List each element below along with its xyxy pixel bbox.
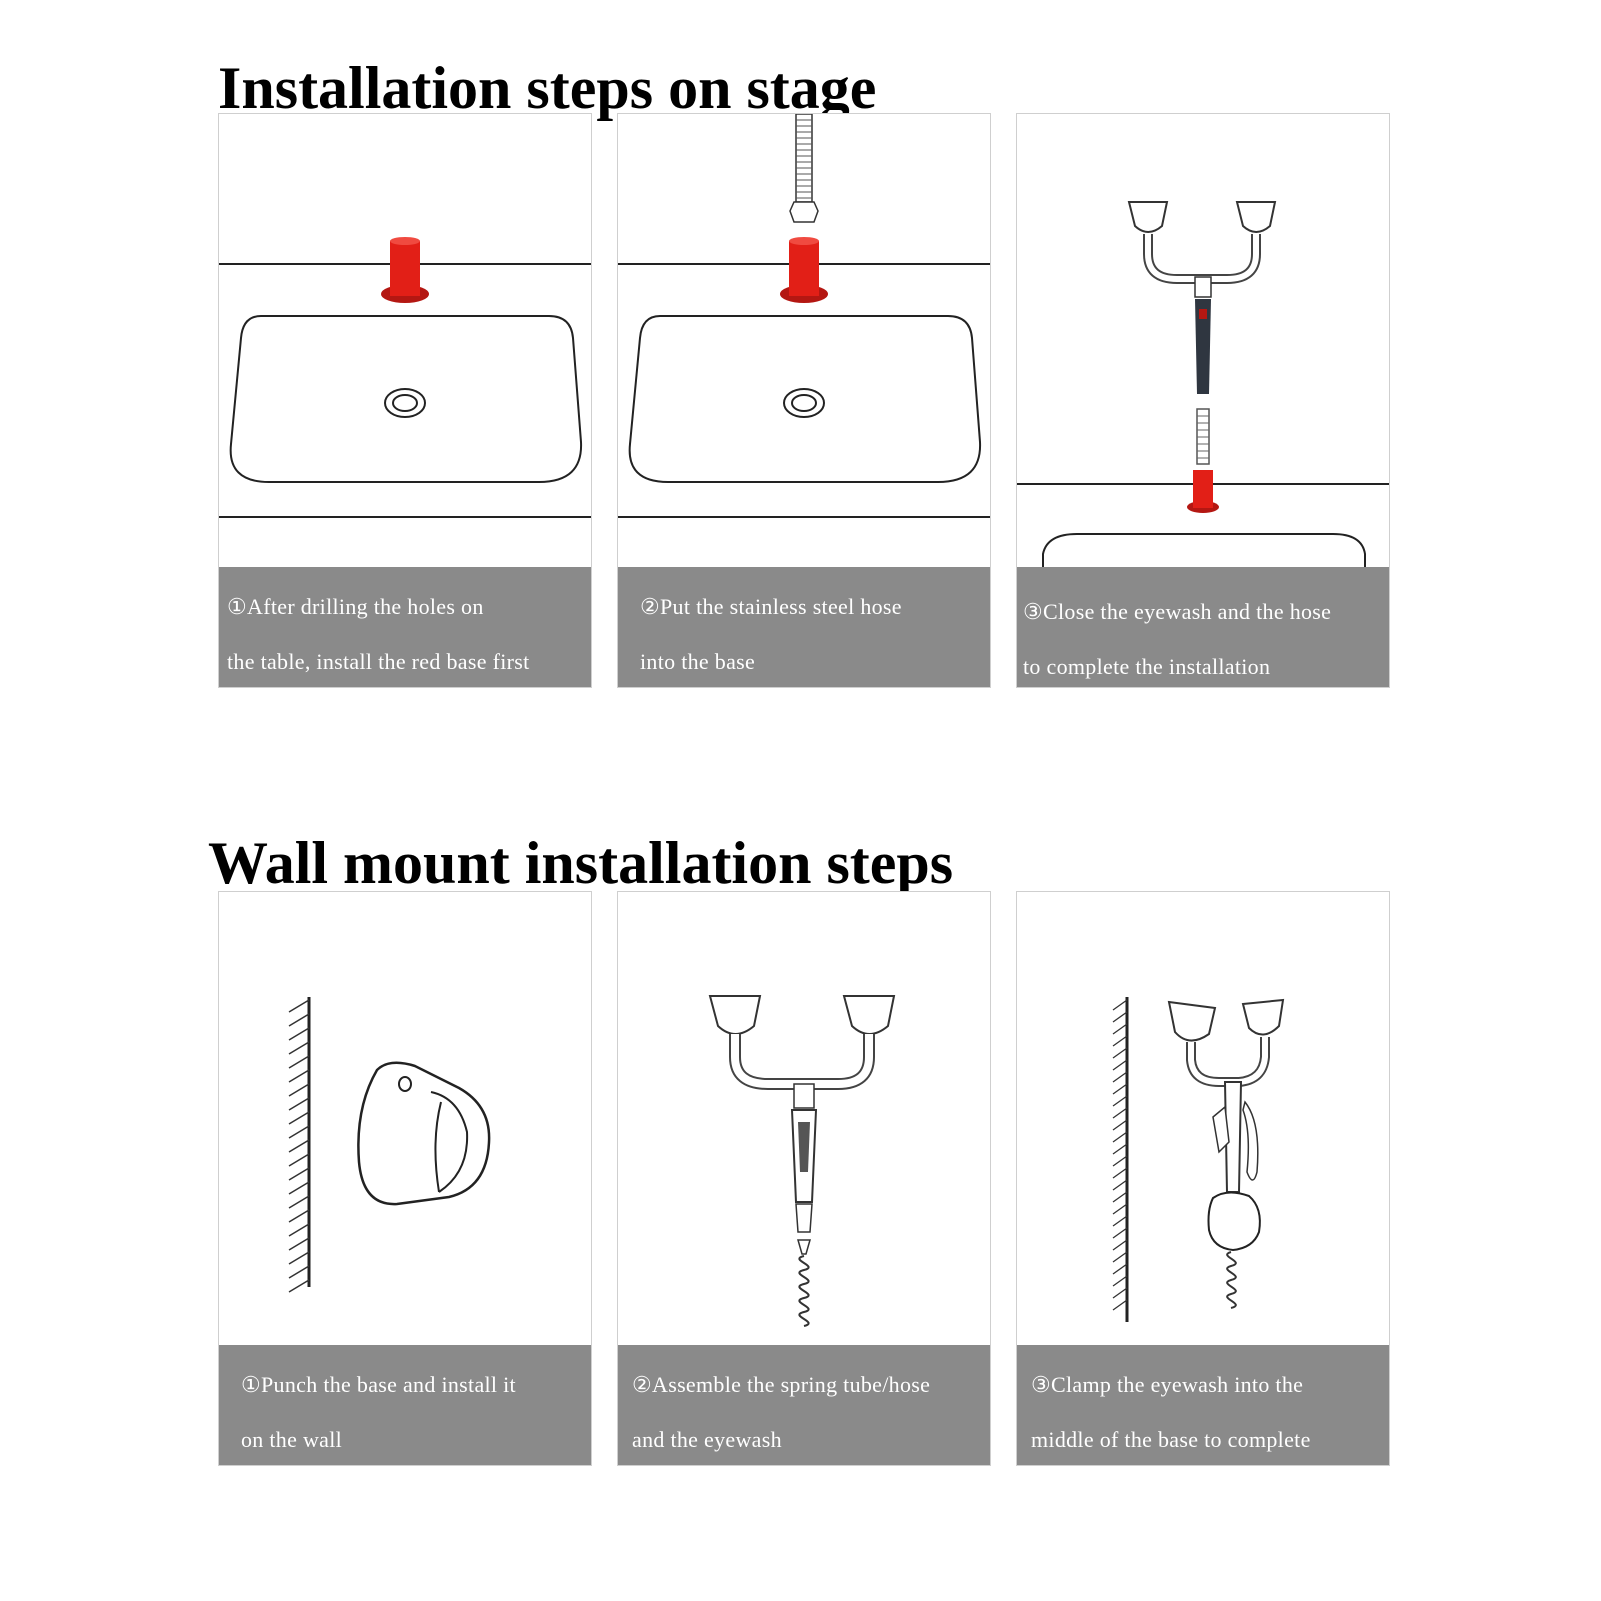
handle-icon (1194, 276, 1212, 394)
wall-hatch-icon (288, 997, 311, 1293)
step-panel-stage-3: ③Close the eyewash and the hose to compl… (1016, 113, 1390, 688)
red-base-icon (381, 237, 429, 303)
handle-icon (790, 1083, 818, 1233)
step-panel-stage-1: ①After drilling the holes on the table, … (218, 113, 592, 688)
steel-hose-icon (1196, 408, 1210, 465)
eyewash-head-icon (708, 995, 896, 1090)
caption-line: to complete the installation (1023, 654, 1271, 679)
steel-hose-icon (789, 114, 819, 223)
handle-icon (1212, 1081, 1259, 1193)
step-caption: ①Punch the base and install it on the wa… (219, 1345, 591, 1465)
eyewash-head-icon (1127, 201, 1277, 284)
caption-line: on the wall (241, 1427, 343, 1452)
wall-bracket-icon (1207, 1191, 1261, 1252)
step-panel-wall-2: ②Assemble the spring tube/hose and the e… (617, 891, 991, 1466)
red-base-icon (1187, 470, 1219, 513)
step-caption: ①After drilling the holes on the table, … (219, 567, 591, 687)
caption-line: ③Close the eyewash and the hose (1023, 599, 1332, 624)
red-base-icon (780, 237, 828, 303)
caption-line: ①Punch the base and install it (241, 1372, 516, 1397)
step-caption: ③Close the eyewash and the hose to compl… (1017, 567, 1389, 687)
step-panel-stage-2: ②Put the stainless steel hose into the b… (617, 113, 991, 688)
step-caption: ②Assemble the spring tube/hose and the e… (618, 1345, 990, 1465)
caption-line: ②Put the stainless steel hose (640, 594, 902, 619)
section-title-stage: Installation steps on stage (218, 55, 877, 121)
red-base-on-table-illustration (219, 237, 591, 518)
eyewash-spring-hose-illustration (708, 995, 896, 1327)
step-panel-wall-3: ③Clamp the eyewash into the middle of th… (1016, 891, 1390, 1466)
eyewash-assembled-illustration (1017, 201, 1389, 567)
hose-into-base-illustration (618, 114, 990, 518)
caption-line: the table, install the red base first (227, 649, 530, 674)
section-title-wall: Wall mount installation steps (208, 830, 954, 896)
eyewash-head-icon (1167, 998, 1285, 1087)
spring-hose-icon (1226, 1251, 1237, 1309)
wall-base-bracket-illustration (288, 997, 491, 1293)
eyewash-clamped-illustration (1112, 997, 1285, 1322)
step-caption: ②Put the stainless steel hose into the b… (618, 567, 990, 687)
caption-line: ③Clamp the eyewash into the (1031, 1372, 1304, 1397)
caption-line: middle of the base to complete (1031, 1427, 1311, 1452)
wall-bracket-icon (357, 1061, 491, 1206)
step-caption: ③Clamp the eyewash into the middle of th… (1017, 1345, 1389, 1465)
wall-hatch-icon (1112, 997, 1129, 1322)
step-panel-wall-1: ①Punch the base and install it on the wa… (218, 891, 592, 1466)
caption-line: and the eyewash (632, 1427, 782, 1452)
caption-line: into the base (640, 649, 756, 674)
caption-line: ②Assemble the spring tube/hose (632, 1372, 931, 1397)
spring-hose-icon (797, 1239, 811, 1327)
caption-line: ①After drilling the holes on (227, 594, 484, 619)
